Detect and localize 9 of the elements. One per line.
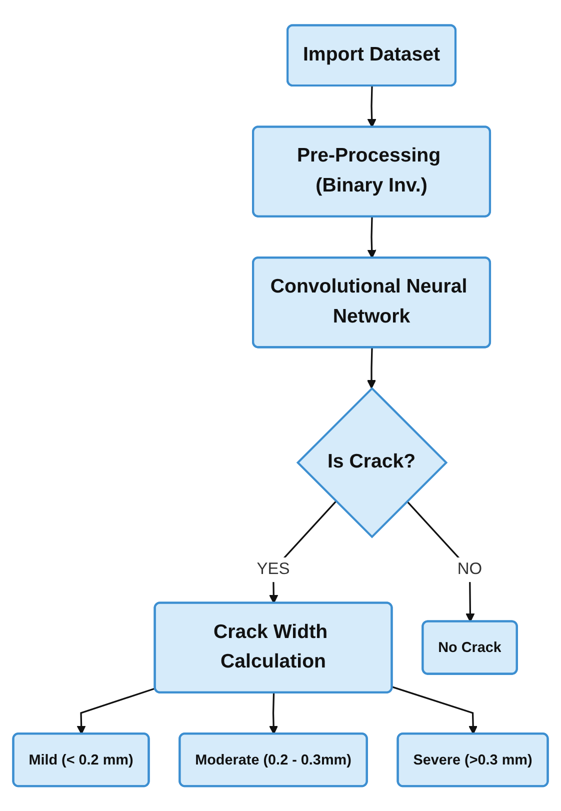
arrow (367, 216, 376, 258)
arrow (366, 348, 376, 389)
edge-label: NO (457, 560, 482, 578)
arrow (269, 692, 278, 734)
arrow (76, 687, 156, 734)
arrow (367, 86, 376, 128)
edge-label: YES (256, 560, 290, 578)
node-diamond: Is Crack? (296, 386, 448, 538)
arrow (392, 686, 478, 734)
